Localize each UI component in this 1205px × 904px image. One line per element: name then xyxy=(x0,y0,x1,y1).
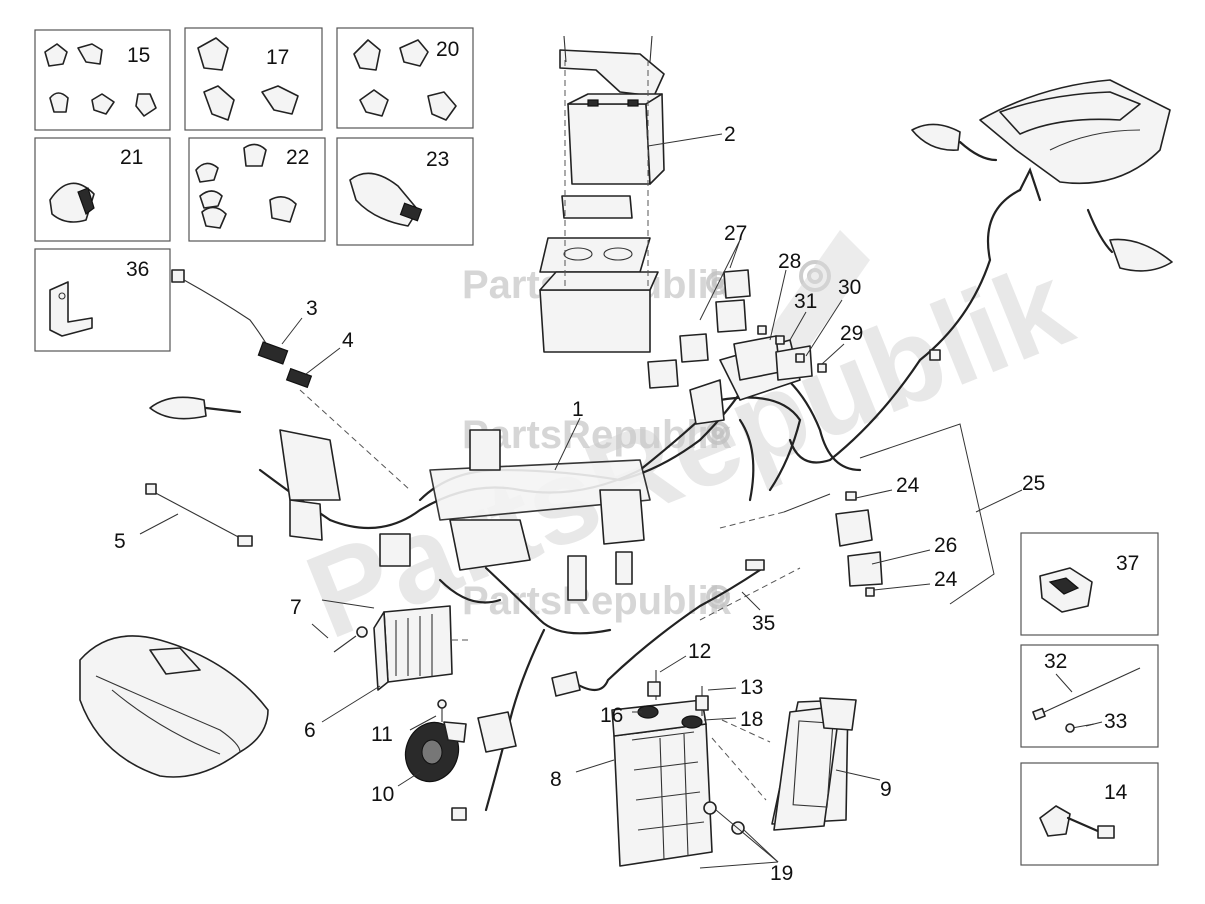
callout-2: 2 xyxy=(724,123,736,146)
fuses-29-30-31: 31 30 29 xyxy=(757,276,863,373)
callout-18: 18 xyxy=(740,708,763,731)
rear-turn-signal-right xyxy=(1086,208,1173,272)
cable-35: 35 xyxy=(551,559,801,697)
callout-32: 32 xyxy=(1044,650,1067,673)
taillight-assembly xyxy=(979,79,1171,185)
ecu-9: 9 xyxy=(771,697,892,831)
callout-21: 21 xyxy=(120,146,143,169)
relay-group-25: 24 26 24 25 xyxy=(719,423,1045,605)
horn-10: 10 xyxy=(371,721,467,806)
rear-turn-signal-left xyxy=(911,123,998,162)
callout-17: 17 xyxy=(266,46,289,69)
callout-4: 4 xyxy=(342,329,354,352)
callout-19: 19 xyxy=(770,862,793,885)
watermark-middle: PartsRepublik xyxy=(462,413,732,457)
callout-28: 28 xyxy=(778,250,801,273)
callout-33: 33 xyxy=(1104,710,1127,733)
kit-box-32-33: 32 33 xyxy=(1020,644,1159,748)
relay-connectors-27: 27 xyxy=(647,222,751,389)
callout-24-lower: 24 xyxy=(934,568,958,591)
front-turn-signal-left xyxy=(149,396,242,420)
callout-35: 35 xyxy=(752,612,775,635)
callout-36: 36 xyxy=(126,258,149,281)
kit-box-17: 17 xyxy=(184,27,323,131)
callout-11: 11 xyxy=(371,723,393,746)
kit-box-20: 20 xyxy=(336,27,474,129)
ecu-tray-8: 8 xyxy=(550,699,713,867)
callout-1: 1 xyxy=(572,398,584,421)
callout-25: 25 xyxy=(1022,472,1045,495)
fuse-box-28: 28 xyxy=(733,250,813,381)
voltage-regulator-6: 6 xyxy=(304,605,470,742)
kit-box-14: 14 xyxy=(1020,762,1159,866)
kit-box-21: 21 xyxy=(34,137,171,242)
sensor-cable-3: 3 xyxy=(171,269,318,365)
callout-26: 26 xyxy=(934,534,957,557)
callout-23: 23 xyxy=(426,148,449,171)
callout-6: 6 xyxy=(304,719,316,742)
callout-30: 30 xyxy=(838,276,861,299)
screws-7: 7 xyxy=(290,596,375,653)
horn-wiring xyxy=(451,711,517,821)
main-wiring-harness: 1 xyxy=(258,339,862,722)
callout-14: 14 xyxy=(1104,781,1128,804)
callout-7: 7 xyxy=(290,596,302,619)
callout-29: 29 xyxy=(840,322,863,345)
callout-12: 12 xyxy=(688,640,711,663)
callout-15: 15 xyxy=(127,44,150,67)
callout-27: 27 xyxy=(724,222,747,245)
callout-5: 5 xyxy=(114,530,126,553)
kit-box-22: 22 xyxy=(188,137,326,242)
grommet-4: 4 xyxy=(285,329,411,491)
callout-16: 16 xyxy=(600,704,623,727)
kit-box-15: 15 xyxy=(34,29,171,131)
callout-37: 37 xyxy=(1116,552,1139,575)
nuts-19: 19 xyxy=(699,801,793,885)
rear-harness xyxy=(788,167,1042,464)
watermark-logo-mark xyxy=(770,230,870,360)
kit-box-36: 36 xyxy=(34,248,171,352)
screw-11: 11 xyxy=(371,699,447,746)
callout-31: 31 xyxy=(794,290,817,313)
callout-13: 13 xyxy=(740,676,763,699)
callout-24-upper: 24 xyxy=(896,474,920,497)
headlight-assembly xyxy=(79,635,269,778)
callout-3: 3 xyxy=(306,297,318,320)
mounting-hardware-12-13-16-18: 12 13 16 18 xyxy=(600,640,771,801)
sensor-cable-5: 5 xyxy=(114,483,253,553)
callout-10: 10 xyxy=(371,783,394,806)
callout-9: 9 xyxy=(880,778,892,801)
callout-22: 22 xyxy=(286,146,309,169)
callout-8: 8 xyxy=(550,768,562,791)
kit-box-37: 37 xyxy=(1020,532,1159,636)
battery-assembly: 2 xyxy=(539,35,736,353)
callout-20: 20 xyxy=(436,38,459,61)
kit-box-23: 23 xyxy=(336,137,474,246)
watermark-bottom: PartsRepublik xyxy=(462,579,732,623)
